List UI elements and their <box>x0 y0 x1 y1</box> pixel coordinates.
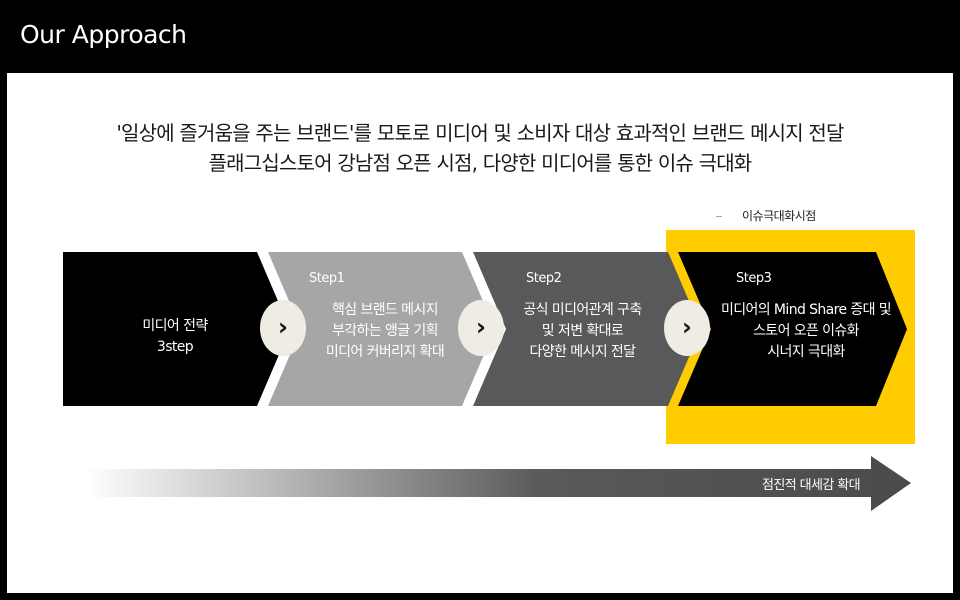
step2-line-3: 다양한 메시지 전달 <box>529 344 637 360</box>
headline-line-2: 플래그십스토어 강남점 오픈 시점, 다양한 미디어를 통한 이슈 극대화 <box>208 151 753 175</box>
step3-text: 미디어의 Mind Share 증대 및 스토어 오픈 이슈화 시너지 극대화 <box>706 300 906 363</box>
step2-line-1: 공식 미디어관계 구축 <box>523 302 642 318</box>
step1-line-2: 부각하는 앵글 기획 <box>332 323 439 339</box>
intro-line-1: 미디어 전략 <box>142 318 208 334</box>
legend-label: 이슈극대화시점 <box>742 209 816 223</box>
page-title: Our Approach <box>20 20 187 49</box>
chevron-right-icon: › <box>664 300 710 356</box>
gradual-expansion-arrow <box>85 456 911 511</box>
step2-label: Step2 <box>526 271 562 286</box>
step3-line-1: 미디어의 Mind Share 증대 및 <box>720 302 892 318</box>
step1-text: 핵심 브랜드 메시지 부각하는 앵글 기획 미디어 커버리지 확대 <box>305 300 465 363</box>
step3-line-2: 스토어 오픈 이슈화 <box>753 323 860 339</box>
gradual-expansion-label: 점진적 대세감 확대 <box>762 478 861 493</box>
highlight-legend: 이슈극대화시점 <box>716 207 816 224</box>
chevron-right-icon: › <box>458 300 504 356</box>
step2-block <box>473 252 701 406</box>
step2-line-2: 및 저변 확대로 <box>541 323 624 339</box>
step1-line-3: 미디어 커버리지 확대 <box>325 344 445 360</box>
intro-line-2: 3step <box>156 339 194 355</box>
intro-block <box>63 252 290 406</box>
step3-block <box>678 252 907 406</box>
legend-dash-icon <box>716 216 722 217</box>
step2-text: 공식 미디어관계 구축 및 저변 확대로 다양한 메시지 전달 <box>500 300 665 363</box>
headline-line-1: '일상에 즐거움을 주는 브랜드'를 모토로 미디어 및 소비자 대상 효과적인… <box>116 121 844 145</box>
header-bar: Our Approach <box>0 0 960 73</box>
step1-label: Step1 <box>309 271 345 286</box>
intro-text: 미디어 전략 3step <box>100 316 250 358</box>
step1-line-1: 핵심 브랜드 메시지 <box>332 302 439 318</box>
step3-label: Step3 <box>736 271 772 286</box>
chevron-right-icon: › <box>260 300 306 356</box>
step1-block <box>268 252 495 406</box>
step3-line-3: 시너지 극대화 <box>767 344 845 360</box>
